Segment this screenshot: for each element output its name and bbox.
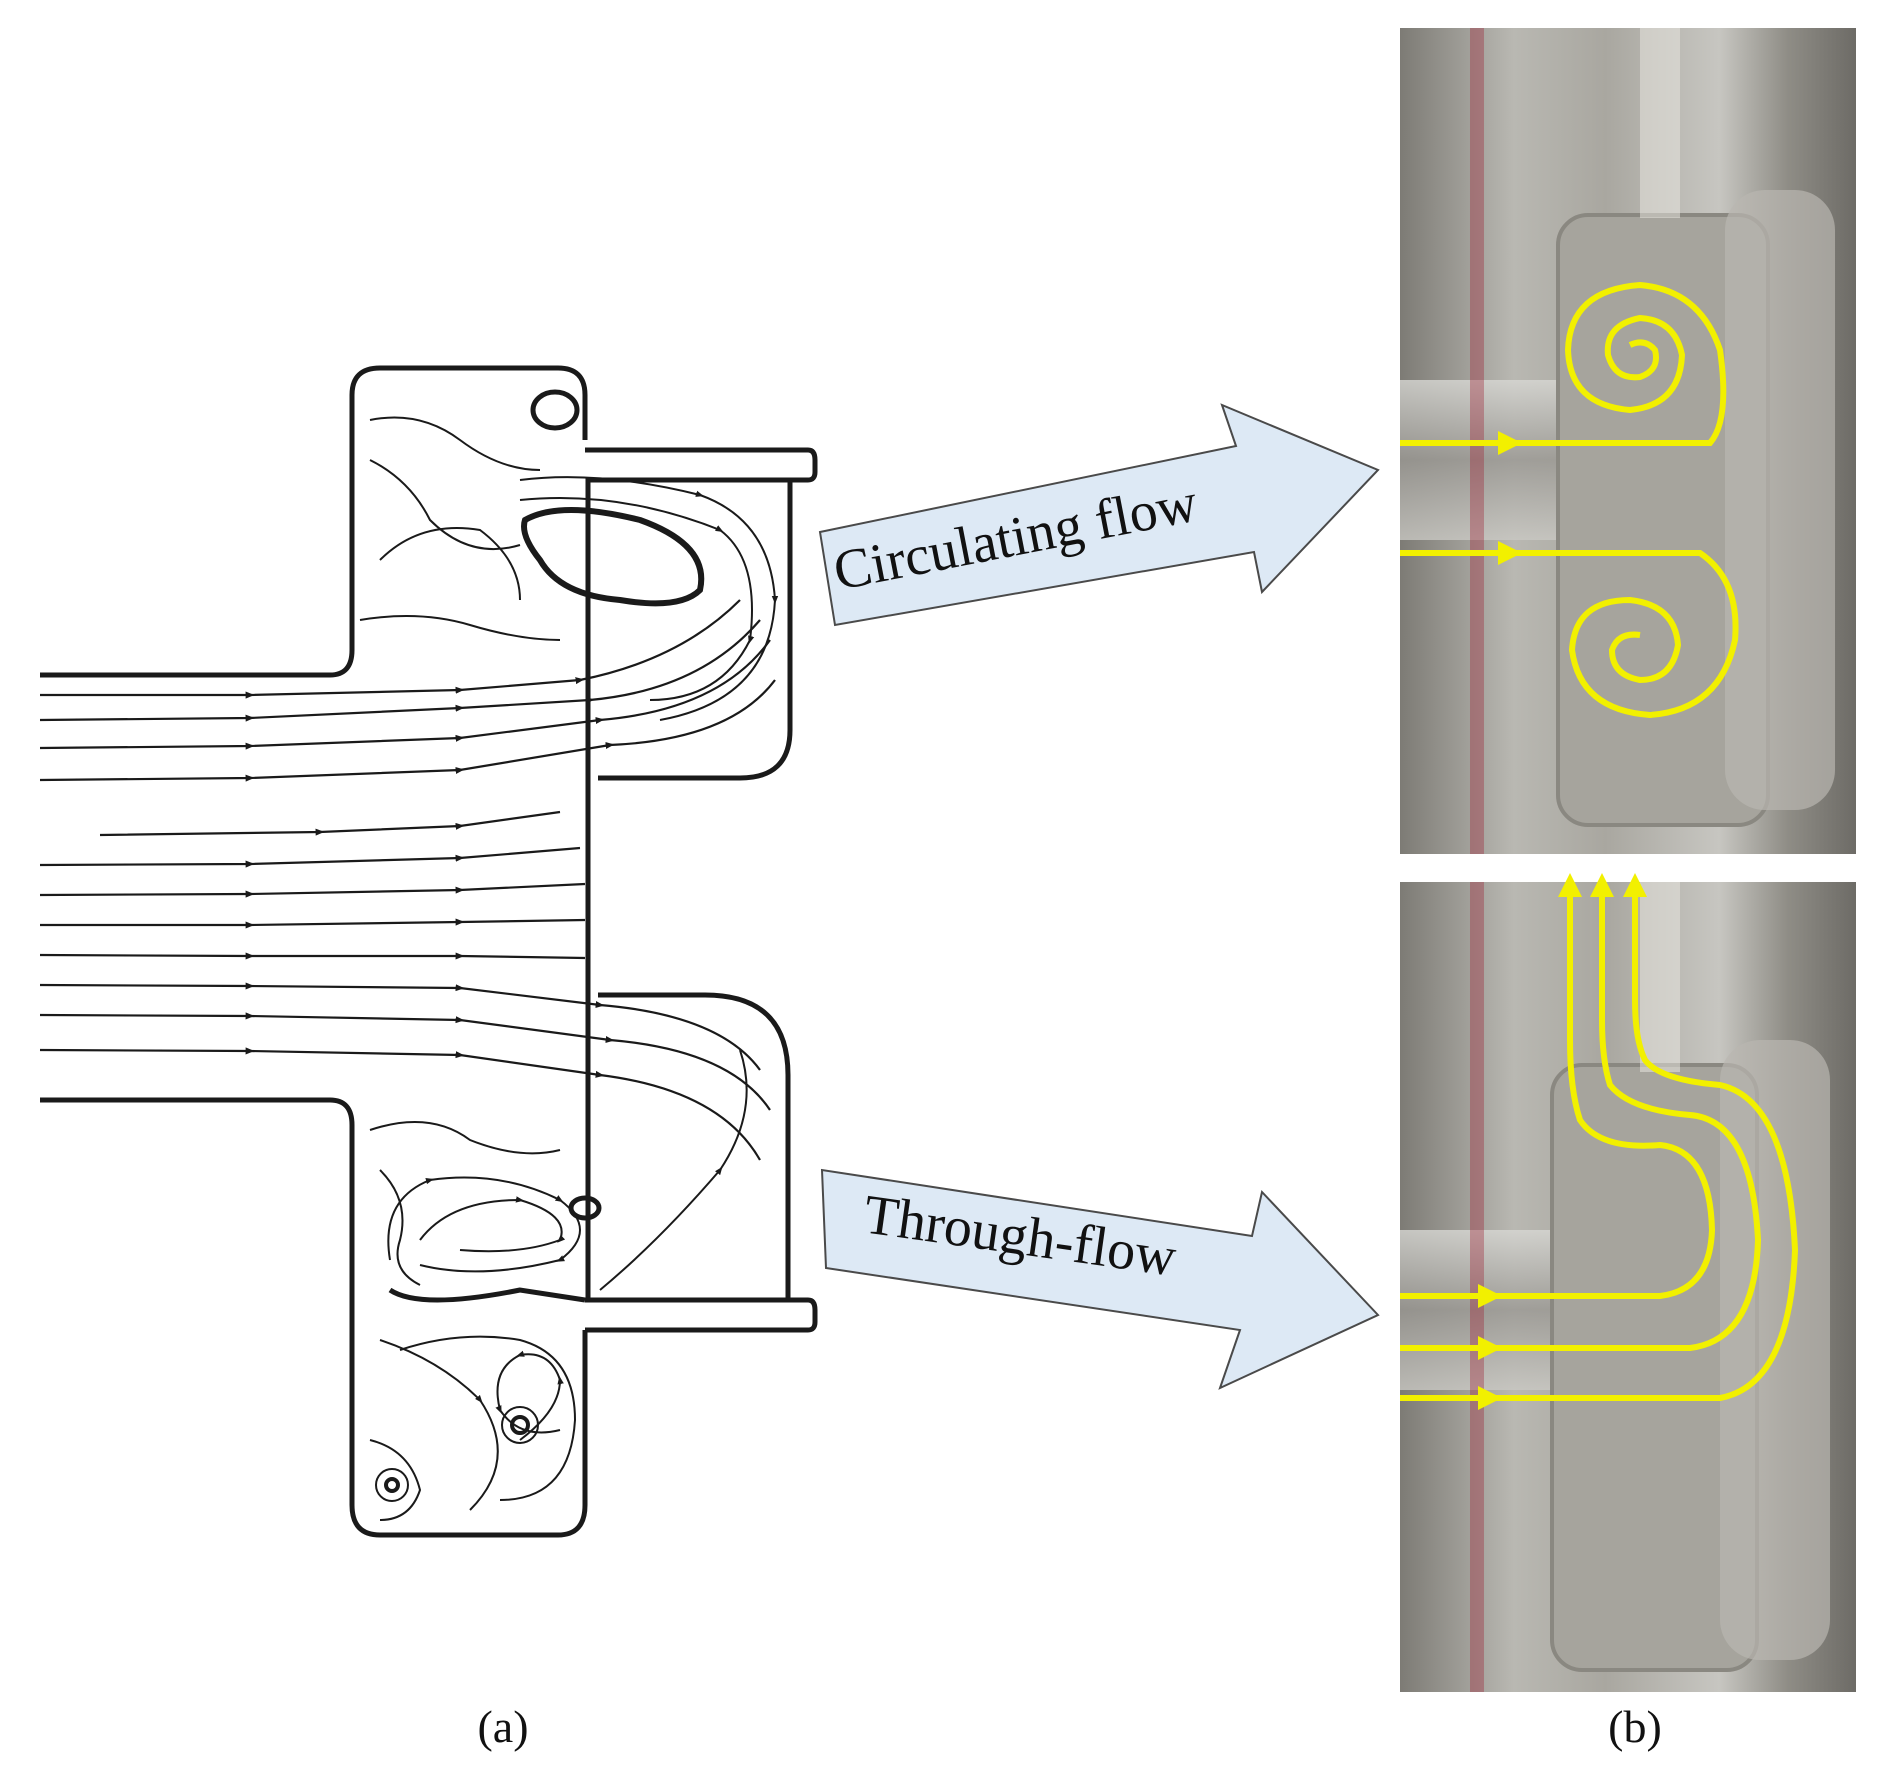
panel-a-streamline-diagram [39,365,818,1538]
caption-a: (a) [477,1701,529,1752]
bottom-chamber-vortices [369,1335,577,1521]
circulating-flow-arrow: Circulating flow [818,403,1380,627]
lower-passage [598,992,791,1300]
upper-plate [585,447,818,483]
upper-passage [590,477,793,781]
lower-plate [585,1297,818,1333]
caption-b: (b) [1608,1701,1662,1752]
upper-recirculation [359,389,779,721]
through-flow-lines [1400,873,1799,1410]
photo-bottom [1400,873,1856,1692]
through-flow-arrow: Through-flow [820,1168,1380,1390]
arrow-shape-top [818,403,1380,627]
circulating-flow-lines [1400,281,1739,719]
photo-top [1400,28,1856,854]
arrow-shape-bottom [820,1168,1380,1390]
lower-recirculation [369,1049,748,1303]
through-streamlines [39,599,776,1161]
housing-outline [40,365,588,1538]
